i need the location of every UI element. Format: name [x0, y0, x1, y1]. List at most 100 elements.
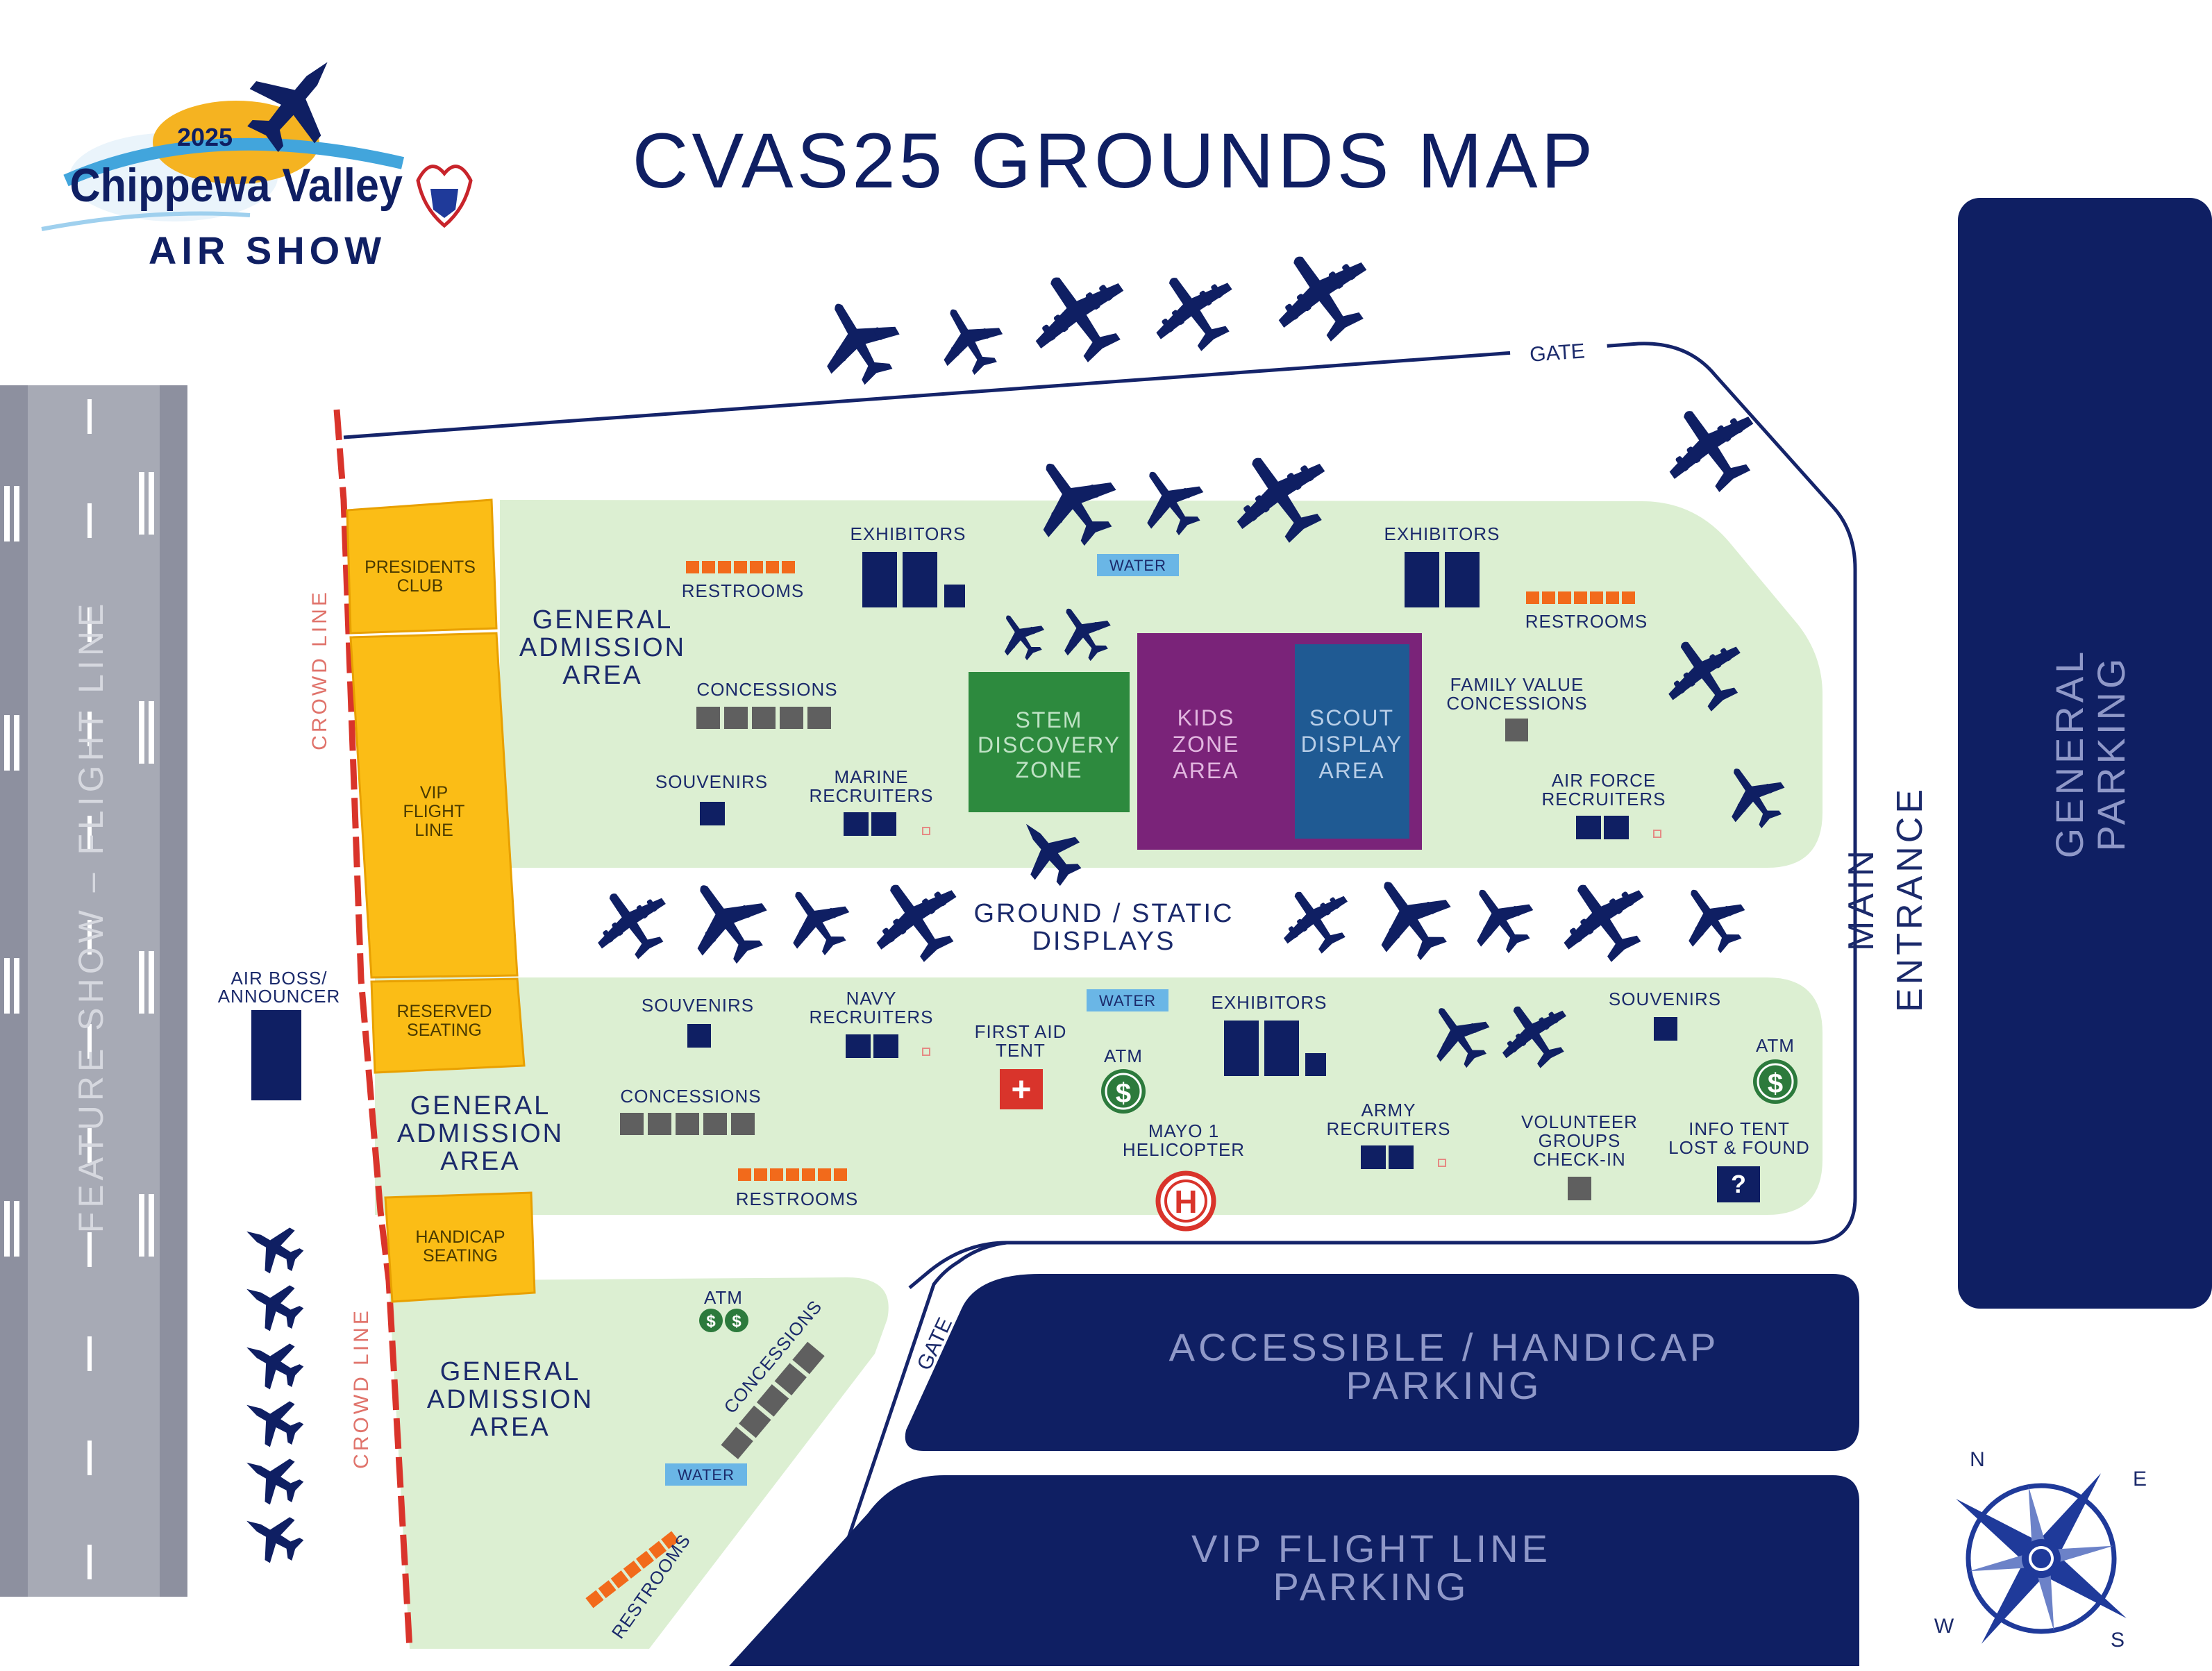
south-restrooms-icons	[738, 1168, 847, 1181]
volunteer-line1: VOLUNTEER	[1521, 1111, 1638, 1132]
kids-line2: ZONE	[1173, 732, 1240, 757]
navy-tents	[846, 1034, 898, 1058]
north-restrooms-east-label: RESTROOMS	[1525, 611, 1648, 632]
south-general-line1: GENERAL	[410, 1091, 551, 1120]
marine-small-marker	[922, 827, 930, 835]
vip-line1: VIP	[420, 783, 448, 803]
sw-general-line2: ADMISSION	[427, 1385, 594, 1414]
bomber-icon	[579, 872, 683, 973]
marine-line2: RECRUITERS	[809, 785, 933, 806]
info-line1: INFO TENT	[1689, 1118, 1790, 1139]
sw-general-line3: AREA	[470, 1413, 550, 1442]
atm-icon: $	[1753, 1059, 1798, 1104]
seating-presidents-club	[346, 498, 498, 635]
airliner-icon	[802, 284, 913, 397]
presidents-line1: PRESIDENTS	[365, 557, 476, 577]
north-water-label: WATER	[1109, 557, 1166, 574]
page-title: CVAS25 GROUNDS MAP	[632, 117, 1597, 204]
ground-static-line2: DISPLAYS	[1032, 927, 1175, 956]
north-concessions-icons	[696, 707, 831, 729]
crowd-line-label-bottom: CROWD LINE	[350, 1308, 373, 1469]
info-icon: ?	[1717, 1166, 1760, 1202]
south-water-marker	[1087, 989, 1168, 1011]
bomber-icon	[1255, 228, 1389, 360]
family-value-line1: FAMILY VALUE	[1450, 674, 1584, 695]
compass-s: S	[2111, 1629, 2125, 1652]
atm-icon: ATM $ $	[699, 1309, 748, 1332]
scout-display	[1295, 644, 1409, 839]
svg-text:$: $	[1768, 1068, 1783, 1099]
bomber-icon	[1647, 384, 1775, 509]
south-concessions-label: CONCESSIONS	[620, 1086, 761, 1107]
airliner-icon	[770, 873, 862, 966]
bomber-icon	[1135, 253, 1251, 367]
army-tents	[1361, 1145, 1414, 1169]
navy-line2: RECRUITERS	[809, 1007, 933, 1027]
svg-text:$: $	[706, 1312, 716, 1331]
airliner-icon	[924, 294, 1014, 385]
sw-atm-label: ATM	[704, 1287, 743, 1308]
helipad-icon: H	[1155, 1170, 1216, 1232]
volunteer-line2: GROUPS	[1539, 1130, 1621, 1151]
parking-accessible-line2: PARKING	[1346, 1363, 1543, 1407]
atm-1-label: ATM	[1104, 1046, 1143, 1066]
vip-line3: LINE	[414, 821, 453, 840]
airforce-tents	[1576, 816, 1629, 839]
parking-vip	[729, 1475, 1859, 1666]
north-general-line1: GENERAL	[533, 605, 673, 635]
air-boss-line1: AIR BOSS/	[231, 968, 327, 989]
stem-line3: ZONE	[1016, 757, 1083, 782]
bomber-icon	[1266, 871, 1364, 966]
airliner-icon	[1353, 859, 1466, 974]
first-aid-line1: FIRST AID	[975, 1021, 1067, 1042]
south-exhibitors-label: EXHIBITORS	[1211, 992, 1327, 1013]
north-general-line3: AREA	[562, 661, 642, 690]
south-souvenirs-west-tent	[687, 1024, 711, 1048]
bomber-icon	[1542, 859, 1664, 978]
crowd-line-label-top: CROWD LINE	[308, 589, 331, 750]
north-restrooms-west-icons	[686, 561, 795, 573]
marine-line1: MARINE	[834, 766, 908, 787]
army-line1: ARMY	[1361, 1100, 1416, 1120]
north-exhibitors-east-label: EXHIBITORS	[1384, 523, 1500, 544]
north-exhibitors-west-label: EXHIBITORS	[850, 523, 966, 544]
runway	[0, 385, 187, 1597]
runway-markings	[4, 399, 154, 1579]
sw-concessions-icons	[721, 1341, 825, 1459]
svg-text:$: $	[1116, 1078, 1131, 1109]
fighter-jet-icon	[234, 1325, 310, 1399]
scout-line3: AREA	[1318, 758, 1384, 783]
south-souvenirs-east-label: SOUVENIRS	[1609, 989, 1721, 1009]
sw-restrooms-icons	[585, 1531, 680, 1609]
north-general-line2: ADMISSION	[519, 633, 686, 662]
north-gate-label: GATE	[1529, 339, 1586, 366]
road-north-fence	[343, 342, 1857, 1289]
south-general-line2: ADMISSION	[397, 1119, 564, 1148]
handicap-line1: HANDICAP	[415, 1227, 505, 1247]
ground-static-line1: GROUND / STATIC	[973, 899, 1234, 928]
reserved-line1: RESERVED	[396, 1002, 492, 1021]
atm-icon: $	[1101, 1069, 1146, 1114]
logo-sub: AIR SHOW	[149, 228, 386, 272]
south-restrooms-label: RESTROOMS	[736, 1189, 859, 1209]
parking-general-line1: GENERAL	[2047, 648, 2091, 859]
scout-line1: SCOUT	[1309, 705, 1394, 730]
sw-general-line1: GENERAL	[440, 1357, 581, 1386]
volunteer-line3: CHECK-IN	[1533, 1149, 1626, 1170]
airliner-icon	[1666, 871, 1757, 964]
logo: 2025 Chippewa Valley AIR SHOW	[41, 35, 473, 272]
south-exhibitors-tents	[1224, 1021, 1326, 1076]
presidents-line2: CLUB	[397, 576, 444, 596]
north-concessions-label: CONCESSIONS	[696, 679, 837, 700]
kids-line1: KIDS	[1178, 705, 1235, 730]
svg-text:+: +	[1011, 1070, 1031, 1109]
navy-line1: NAVY	[846, 988, 897, 1009]
south-water-label: WATER	[1099, 992, 1156, 1009]
air-boss-line2: ANNOUNCER	[218, 986, 341, 1007]
bomber-icon	[1012, 249, 1146, 380]
handicap-line2: SEATING	[423, 1246, 498, 1266]
mayo-line1: MAYO 1	[1148, 1120, 1219, 1141]
lawn-southwest	[389, 1277, 889, 1649]
fighter-jet-icon	[234, 1441, 310, 1514]
